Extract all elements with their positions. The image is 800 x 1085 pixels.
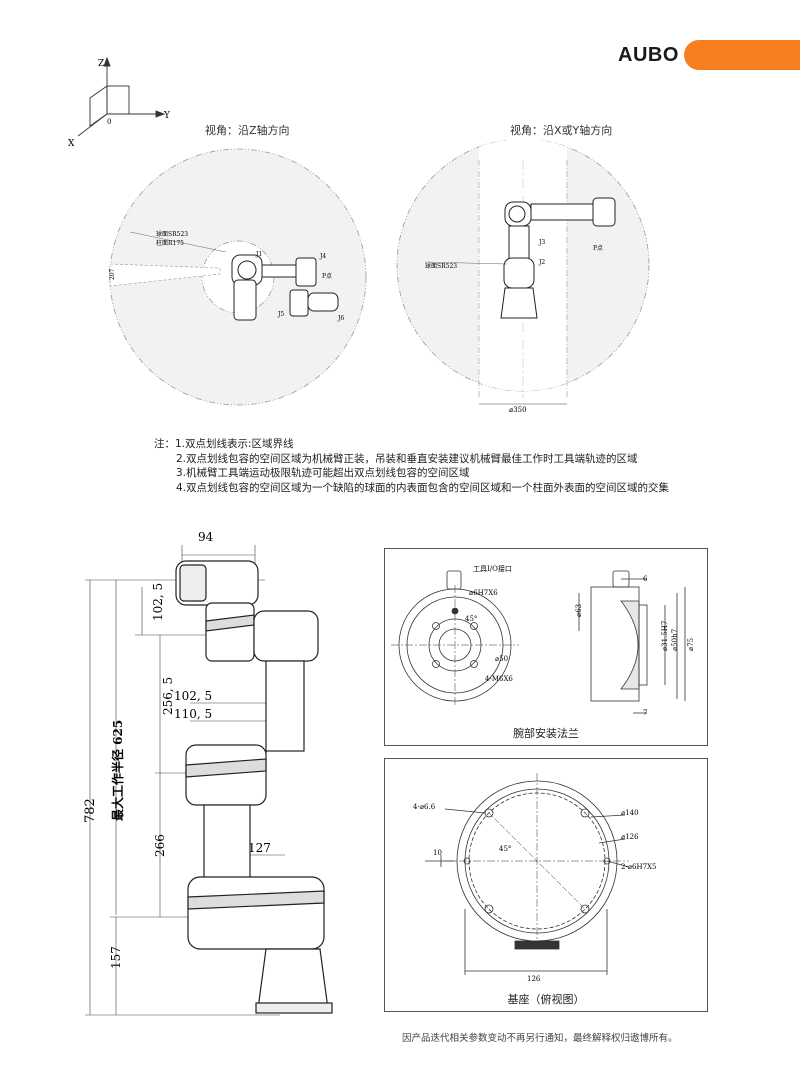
note-item-4: 4.双点划线包容的空间区域为一个缺陷的球面的内表面包含的空间区域和一个柱面外表面… [176,481,670,494]
joint-label-j4: J4 [319,253,326,260]
flange-angle-label: 45° [465,615,477,623]
flange-m6-label: 4-M6X6 [485,675,513,683]
base-holes-label: 4-⌀6.6 [413,803,436,811]
flange-panel: 工具I/O接口 ⌀6H7X6 45° ⌀50 4-M6X6 6 ⌀63 ⌀31.… [384,548,708,746]
note-item-3: 3.机械臂工具端运动极限轨迹可能超出双点划线包容的空间区域 [176,467,470,479]
flange-h7-label: 7 [643,709,647,717]
flange-d50-label: ⌀50 [495,655,508,663]
bottom-dim-label: ⌀350 [509,406,527,414]
robot-arm-silhouette [175,560,333,1014]
joint-label-j5: J5 [277,311,284,318]
note-item-2: 2.双点划线包容的空间区域为机械臂正装，吊装和垂直安装建议机械臂最佳工作时工具端… [176,452,638,465]
dim-102-5-h: 102, 5 [174,689,212,703]
side-dim-label: 207 [109,268,116,280]
base-ten-label: 10 [433,849,442,857]
joint-label-j3: J3 [538,239,545,246]
notes-block: 注：1.双点划线表示:区域界线 2.双点划线包容的空间区域为机械臂正装，吊装和垂… [154,437,669,495]
dim-266: 266 [153,834,167,857]
flange-d50h-label: ⌀50h7 [671,629,679,651]
joint-label-j6: J6 [337,315,344,322]
axis-y-label: Y [163,111,171,121]
flange-drawing: 工具I/O接口 ⌀6H7X6 45° ⌀50 4-M6X6 6 ⌀63 ⌀31.… [391,564,695,717]
axis-x-label: X [68,139,75,149]
joint-label-p: P点 [322,272,332,280]
notes-prefix: 注： [154,438,175,450]
flange-d31-label: ⌀31.5H7 [661,621,669,651]
dim-782: 782 [83,798,98,823]
dim-110-5: 110, 5 [174,707,212,721]
flange-h6-label: 6 [643,575,648,583]
dim-94: 94 [198,530,214,544]
arm-dimension-drawing: 94 782 最大工作半径 625 102, 5 256, 5 266 157 … [83,530,333,1016]
base-caption: 基座（俯视图） [507,993,585,1006]
joint-label-j2: J2 [538,259,545,266]
axis-z-label: Z [98,59,104,69]
cylinder-label-left: 柱面R175 [156,239,184,247]
brand-header: AUBO [612,40,800,70]
base-d140-label: ⌀140 [621,809,639,817]
workspace-view-z: 207 球面SR523 柱面R175 J1 J4 P点 J5 J6 [109,148,367,406]
sphere-label-right: 球面SR523 [425,262,457,270]
view-title-xy: 视角：沿X或Y轴方向 [510,124,613,137]
dim-127: 127 [248,841,271,855]
dim-102-5-v: 102, 5 [151,583,165,621]
joint-label-p-right: P点 [593,244,603,252]
note-item-1: 1.双点划线表示:区域界线 [175,438,294,450]
base-panel: 4-⌀6.6 45° 10 ⌀140 ⌀126 2-⌀6H7X5 126 基座（… [384,758,708,1012]
flange-d75-label: ⌀75 [687,638,695,651]
base-w126-label: 126 [527,975,541,983]
brand-logo: AUBO [618,44,679,66]
axis-origin-label: 0 [107,118,111,126]
flange-d63-label: ⌀63 [575,604,583,617]
footer-disclaimer: 因产品迭代相关参数变动不再另行通知，最终解释权归遨博所有。 [402,1033,678,1044]
sphere-label-left: 球面SR523 [156,230,188,238]
flange-io-label: 工具I/O接口 [473,564,512,573]
axis-triad-diagram: Z Y X 0 [68,56,171,149]
dim-157: 157 [109,946,123,969]
dim-reach: 最大工作半径 625 [110,720,125,821]
brand-accent-bar [684,40,800,70]
flange-hole-label: ⌀6H7X6 [469,589,498,597]
base-pins-label: 2-⌀6H7X5 [621,863,656,871]
base-d126-label: ⌀126 [621,833,639,841]
flange-caption: 腕部安装法兰 [513,727,579,740]
base-drawing: 4-⌀6.6 45° 10 ⌀140 ⌀126 2-⌀6H7X5 126 [413,773,656,983]
base-angle-label: 45° [499,845,511,853]
workspace-view-xy: ⌀350 球面SR523 J3 J2 P点 [396,140,650,414]
dim-256-5: 256, 5 [161,677,175,715]
view-title-z: 视角：沿Z轴方向 [205,124,290,137]
joint-label-j1: J1 [255,251,262,258]
